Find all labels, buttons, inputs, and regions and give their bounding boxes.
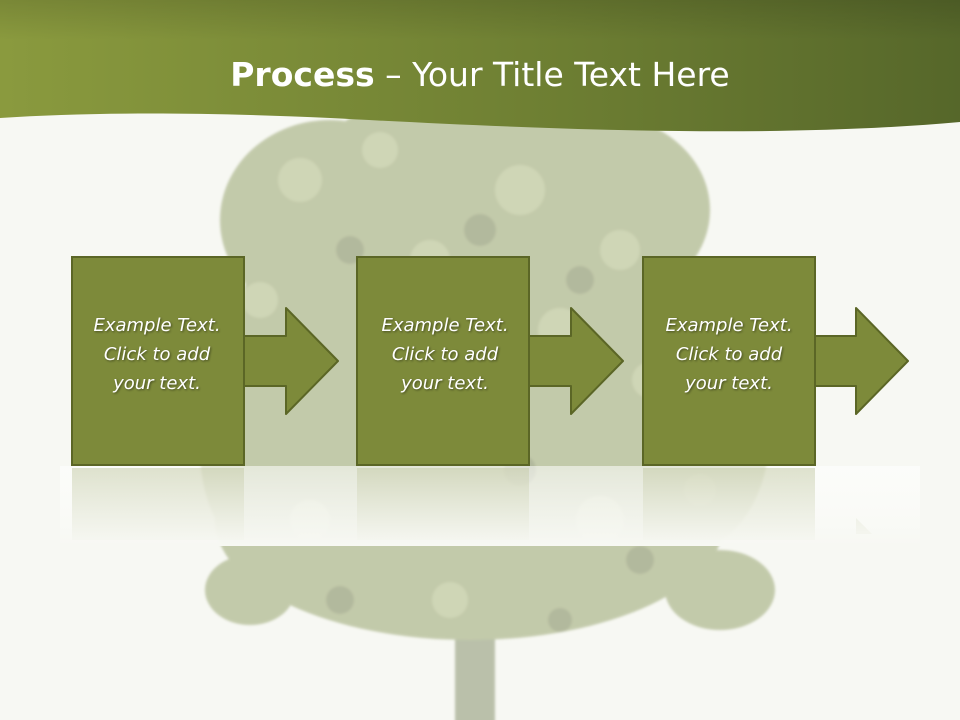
step-line: Click to add xyxy=(103,344,211,365)
title-bold-part: Process xyxy=(230,55,375,94)
step-line: Click to add xyxy=(675,344,783,365)
title-rest-part: – Your Title Text Here xyxy=(374,55,730,94)
step-line: Example Text. xyxy=(93,315,221,336)
step-text-3[interactable]: Example Text. Click to add your text. xyxy=(644,311,814,398)
step-box-1[interactable] xyxy=(71,256,245,466)
step-line: your text. xyxy=(685,373,773,394)
step-box-2[interactable] xyxy=(356,256,530,466)
step-line: Click to add xyxy=(391,344,499,365)
arrow-right-icon xyxy=(239,307,339,415)
step-line: your text. xyxy=(401,373,489,394)
arrow-right-icon xyxy=(809,307,909,415)
reflection-fade xyxy=(60,466,920,546)
step-box-3[interactable] xyxy=(642,256,816,466)
header-band xyxy=(0,0,960,132)
step-line: your text. xyxy=(113,373,201,394)
step-text-2[interactable]: Example Text. Click to add your text. xyxy=(360,311,530,398)
step-line: Example Text. xyxy=(381,315,509,336)
step-line: Example Text. xyxy=(665,315,793,336)
arrow-right-icon xyxy=(525,307,624,415)
step-text-1[interactable]: Example Text. Click to add your text. xyxy=(72,311,242,398)
slide-title[interactable]: Process – Your Title Text Here xyxy=(0,52,960,98)
